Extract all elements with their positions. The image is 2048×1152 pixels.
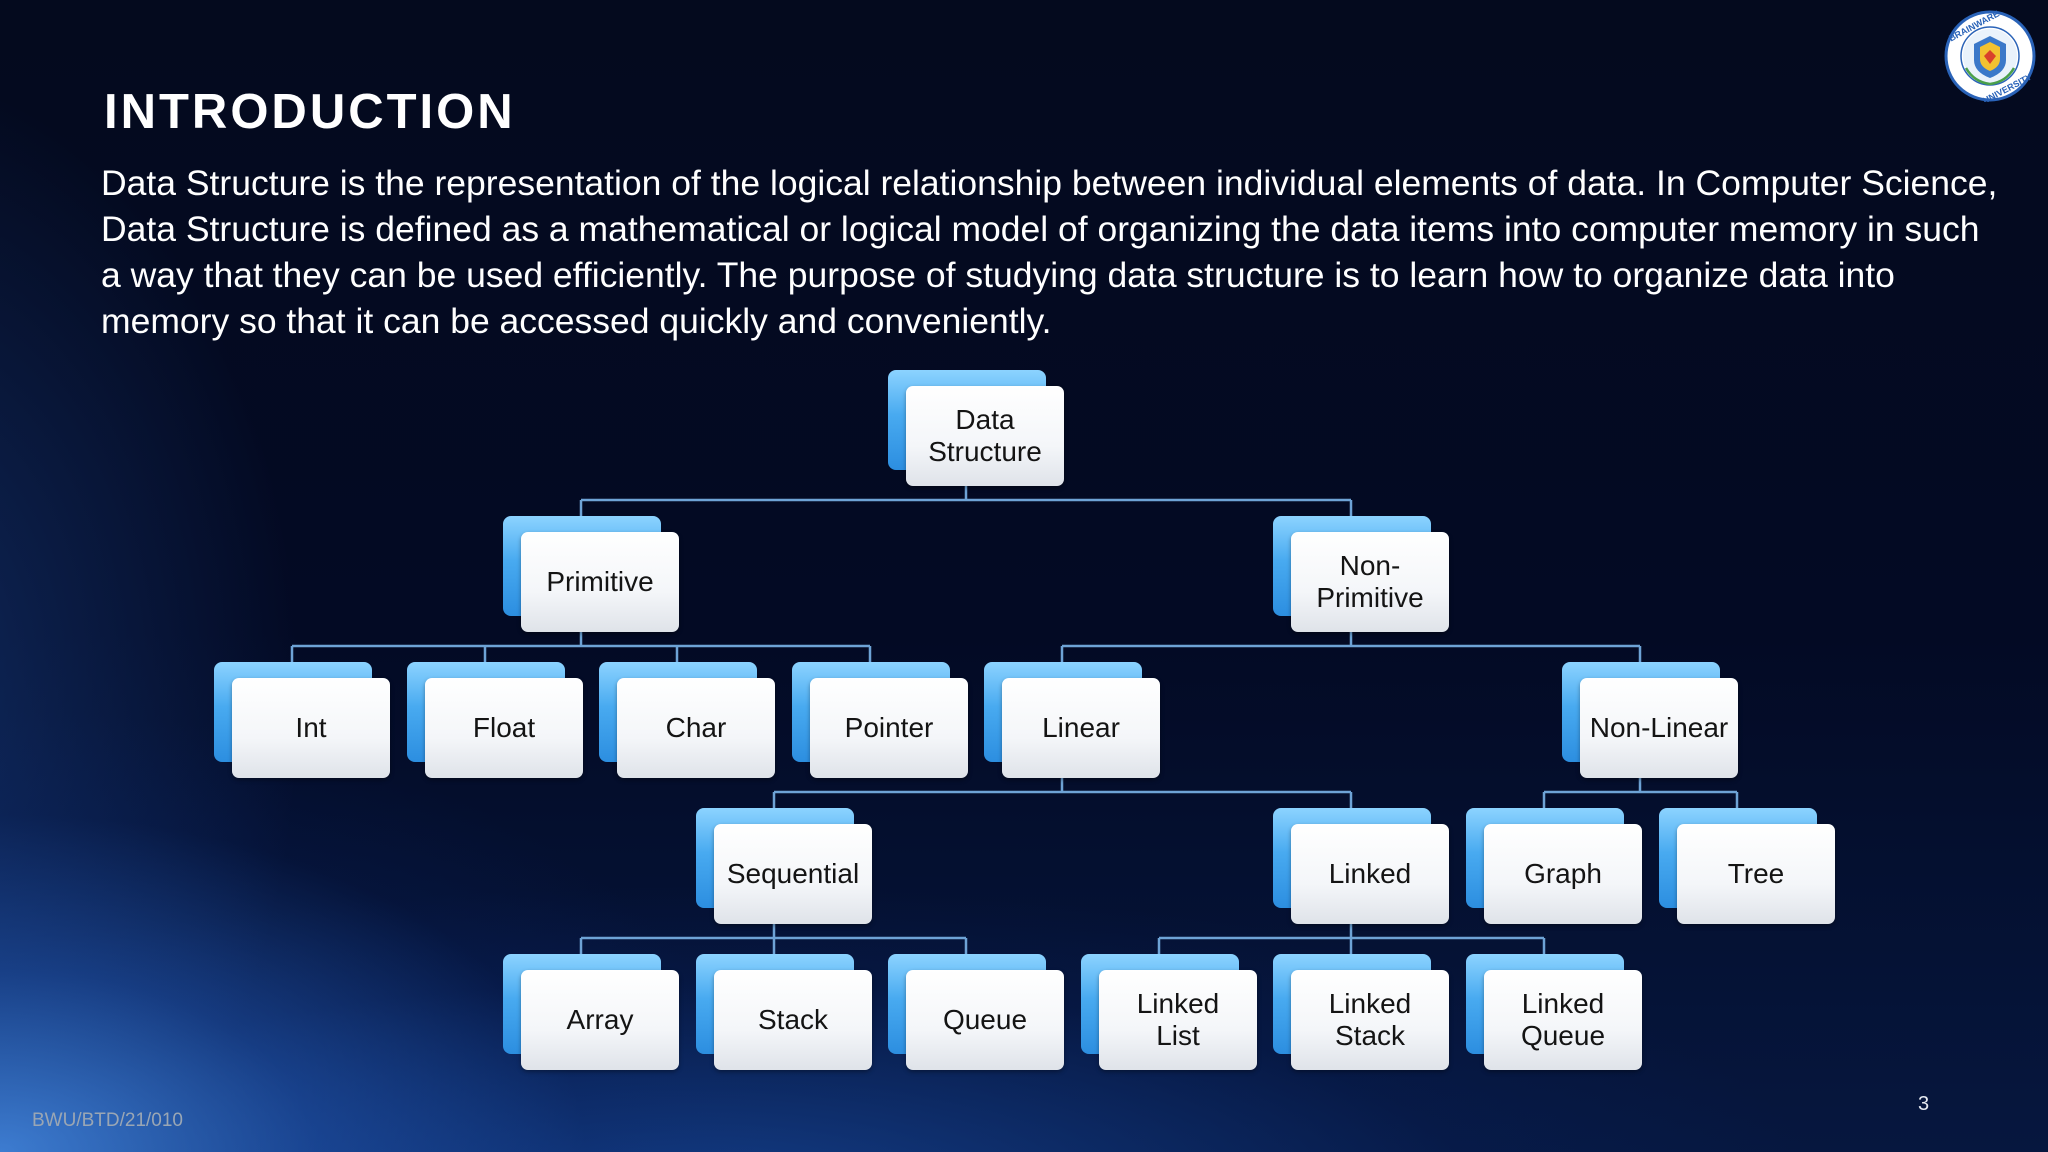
node-label: Graph [1484, 824, 1642, 924]
node-linked-list: Linked List [1081, 954, 1257, 1070]
node-label: Tree [1677, 824, 1835, 924]
connector-root-level1 [579, 486, 1353, 517]
node-label: Linked Stack [1291, 970, 1449, 1070]
node-primitive: Primitive [503, 516, 679, 632]
node-non-primitive: Non-Primitive [1273, 516, 1449, 632]
node-label: Sequential [714, 824, 872, 924]
node-queue: Queue [888, 954, 1064, 1070]
connector-linear-children [772, 778, 1353, 809]
node-float: Float [407, 662, 583, 778]
node-stack: Stack [696, 954, 872, 1070]
node-label: Char [617, 678, 775, 778]
intro-paragraph: Data Structure is the representation of … [101, 163, 1998, 341]
slide-title: INTRODUCTION [104, 85, 516, 139]
node-label: Array [521, 970, 679, 1070]
footer-course-code: BWU/BTD/21/010 [32, 1110, 183, 1131]
node-label: Non-Linear [1580, 678, 1738, 778]
connector-nonlinear-children [1542, 778, 1739, 809]
node-label: Linear [1002, 678, 1160, 778]
node-linked-stack: Linked Stack [1273, 954, 1449, 1070]
node-non-linear: Non-Linear [1562, 662, 1738, 778]
node-label: Float [425, 678, 583, 778]
node-label: Queue [906, 970, 1064, 1070]
node-linked: Linked [1273, 808, 1449, 924]
node-label: Stack [714, 970, 872, 1070]
node-tree: Tree [1659, 808, 1835, 924]
node-pointer: Pointer [792, 662, 968, 778]
node-data-structure: Data Structure [888, 370, 1064, 486]
node-label: Int [232, 678, 390, 778]
node-label: Linked List [1099, 970, 1257, 1070]
node-linked-queue: Linked Queue [1466, 954, 1642, 1070]
brainware-university-logo: BRAINWARE UNIVERSITY [1944, 10, 2036, 102]
node-array: Array [503, 954, 679, 1070]
connector-sequential-children [579, 924, 968, 955]
node-linear: Linear [984, 662, 1160, 778]
node-label: Linked [1291, 824, 1449, 924]
node-sequential: Sequential [696, 808, 872, 924]
node-label: Pointer [810, 678, 968, 778]
connector-nonprimitive-children [1060, 632, 1642, 663]
node-label: Data Structure [906, 386, 1064, 486]
connector-primitive-children [290, 632, 872, 663]
connector-linked-children [1157, 924, 1546, 955]
node-label: Linked Queue [1484, 970, 1642, 1070]
node-graph: Graph [1466, 808, 1642, 924]
node-char: Char [599, 662, 775, 778]
node-label: Non-Primitive [1291, 532, 1449, 632]
node-label: Primitive [521, 532, 679, 632]
page-number: 3 [1918, 1093, 1930, 1115]
node-int: Int [214, 662, 390, 778]
